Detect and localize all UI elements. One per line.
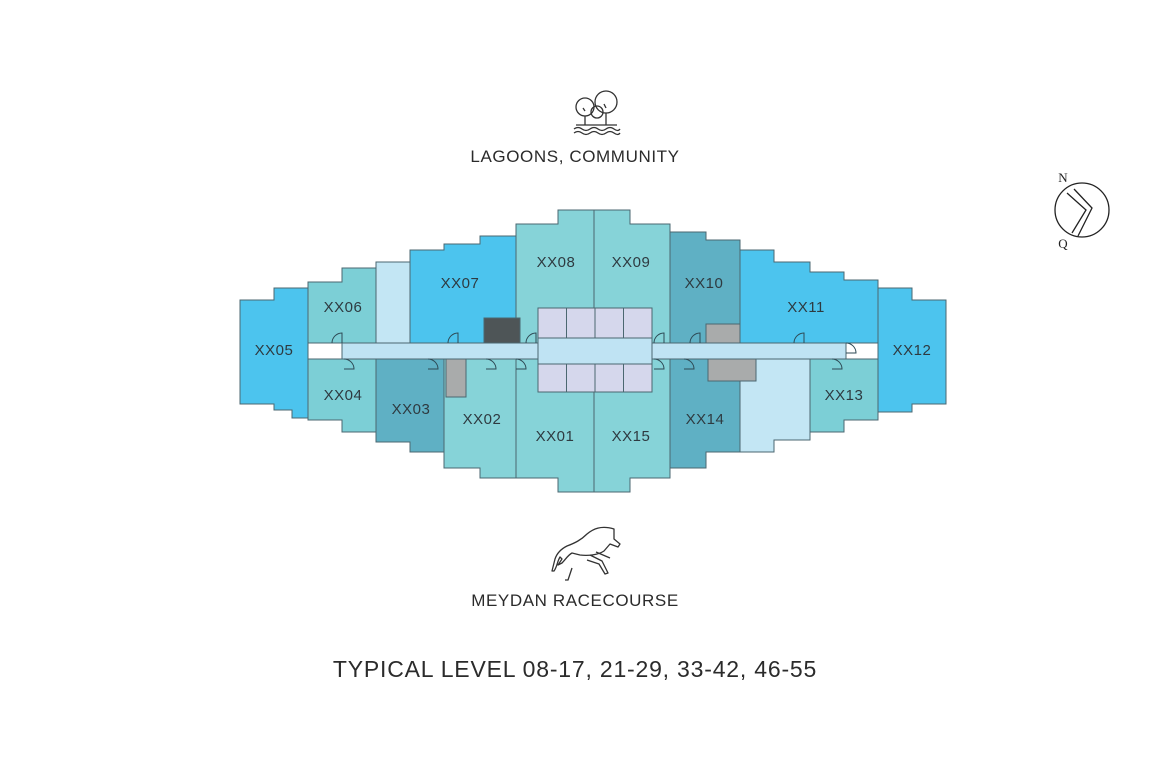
unit-label-xx08: XX08 <box>537 254 576 271</box>
unit-label-xx11: XX11 <box>787 299 825 316</box>
void-left-shape <box>375 261 411 344</box>
core-layer <box>341 307 847 398</box>
unit-label-xx06: XX06 <box>324 299 363 316</box>
lift-shaft <box>537 307 567 339</box>
door-swing <box>427 358 439 370</box>
lift-shaft <box>594 363 624 393</box>
unit-label-xx07: XX07 <box>441 275 480 292</box>
service-shaft-dark <box>483 317 521 344</box>
door-swing <box>485 358 497 370</box>
compass: N Q <box>1054 170 1110 251</box>
door-swing <box>331 332 343 344</box>
unit-label-xx10: XX10 <box>685 275 724 292</box>
unit-label-xx04: XX04 <box>324 387 363 404</box>
unit-label-xx14: XX14 <box>686 411 725 428</box>
door-swing <box>831 358 843 370</box>
unit-label-xx05: XX05 <box>255 342 294 359</box>
unit-label-xx02: XX02 <box>463 411 502 428</box>
unit-xx11-shape[interactable] <box>739 249 879 344</box>
unit-label-xx09: XX09 <box>612 254 651 271</box>
door-swings <box>331 332 857 370</box>
bottom-landmark-label: MEYDAN RACECOURSE <box>471 591 679 610</box>
unit-labels: XX05 XX06 XX07 XX08 XX09 XX10 XX11 XX12 … <box>255 254 932 445</box>
lift-lobby <box>537 337 653 365</box>
lift-shaft <box>566 363 596 393</box>
units-layer <box>239 209 947 493</box>
lift-shaft <box>537 363 567 393</box>
horse-icon <box>551 526 621 581</box>
compass-north: N <box>1058 170 1068 185</box>
door-swing <box>689 332 701 344</box>
unit-label-xx12: XX12 <box>893 342 932 359</box>
compass-ring <box>1054 182 1110 238</box>
unit-label-xx03: XX03 <box>392 401 431 418</box>
door-swing <box>653 332 665 344</box>
unit-label-xx01: XX01 <box>536 428 575 445</box>
door-swing <box>793 332 805 344</box>
unit-xx13-shape[interactable] <box>809 358 879 433</box>
lift-shaft <box>594 307 624 339</box>
unit-xx12-shape[interactable] <box>877 287 947 413</box>
trees-lagoon-icon <box>573 90 621 136</box>
compass-south: Q <box>1058 236 1068 251</box>
service-shaft-grey <box>707 358 757 382</box>
lift-shaft <box>623 363 653 393</box>
lift-shaft <box>623 307 653 339</box>
unit-label-xx15: XX15 <box>612 428 651 445</box>
door-swing <box>683 358 695 370</box>
door-swing <box>343 358 355 370</box>
door-swing <box>515 358 527 370</box>
compass-arrow-icon <box>1066 188 1093 237</box>
door-swing <box>845 342 857 354</box>
door-swing <box>525 332 537 344</box>
unit-label-xx13: XX13 <box>825 387 864 404</box>
service-shaft-grey <box>705 323 741 344</box>
level-title: TYPICAL LEVEL 08-17, 21-29, 33-42, 46-55 <box>332 656 818 682</box>
unit-xx05-shape[interactable] <box>239 287 309 419</box>
top-landmark-label: LAGOONS, COMMUNITY <box>470 147 680 166</box>
lift-shaft <box>566 307 596 339</box>
service-shaft-grey <box>445 358 467 398</box>
door-swing <box>447 332 459 344</box>
door-swing <box>653 358 665 370</box>
